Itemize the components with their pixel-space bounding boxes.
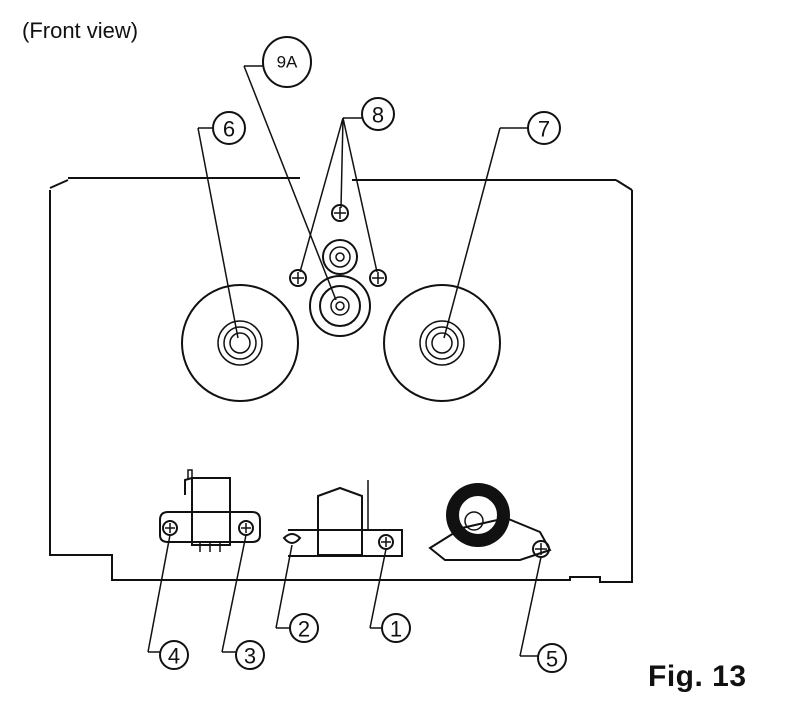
callout-5-label: 5 <box>546 647 558 672</box>
center-idler <box>309 239 371 337</box>
callout-9a-label: 9A <box>277 53 298 72</box>
callout-6: 6 <box>212 111 246 145</box>
view-caption: (Front view) <box>22 18 139 43</box>
callout-2: 2 <box>289 613 319 643</box>
screw-5 <box>532 540 550 558</box>
pinch-roller-assembly <box>428 483 552 561</box>
callout-2-label: 2 <box>298 617 310 642</box>
callout-4-label: 4 <box>168 644 180 669</box>
screw-4 <box>162 520 178 536</box>
callout-8: 8 <box>361 97 395 131</box>
callout-6-label: 6 <box>223 117 235 142</box>
idler-screw-left <box>289 269 307 287</box>
screw-1 <box>378 534 394 550</box>
figure-label: Fig. 13 <box>648 660 747 693</box>
idler-screw-right <box>369 269 387 287</box>
chassis-outline <box>49 177 633 583</box>
callout-5: 5 <box>537 643 567 673</box>
callout-3: 3 <box>235 640 265 670</box>
left-head-assembly <box>159 469 261 552</box>
left-reel <box>181 284 299 402</box>
callout-7-label: 7 <box>538 117 550 142</box>
middle-head-assembly <box>282 480 403 557</box>
callout-7: 7 <box>527 111 561 145</box>
callout-1: 1 <box>381 613 411 643</box>
callout-4: 4 <box>159 640 189 670</box>
callout-9a: 9A <box>262 36 312 88</box>
callout-3-label: 3 <box>244 644 256 669</box>
right-reel <box>383 284 501 402</box>
leader-lines <box>147 65 542 657</box>
screw-3 <box>238 520 254 536</box>
callout-1-label: 1 <box>390 617 402 642</box>
callout-8-label: 8 <box>372 103 384 128</box>
idler-screw-top <box>331 204 349 222</box>
